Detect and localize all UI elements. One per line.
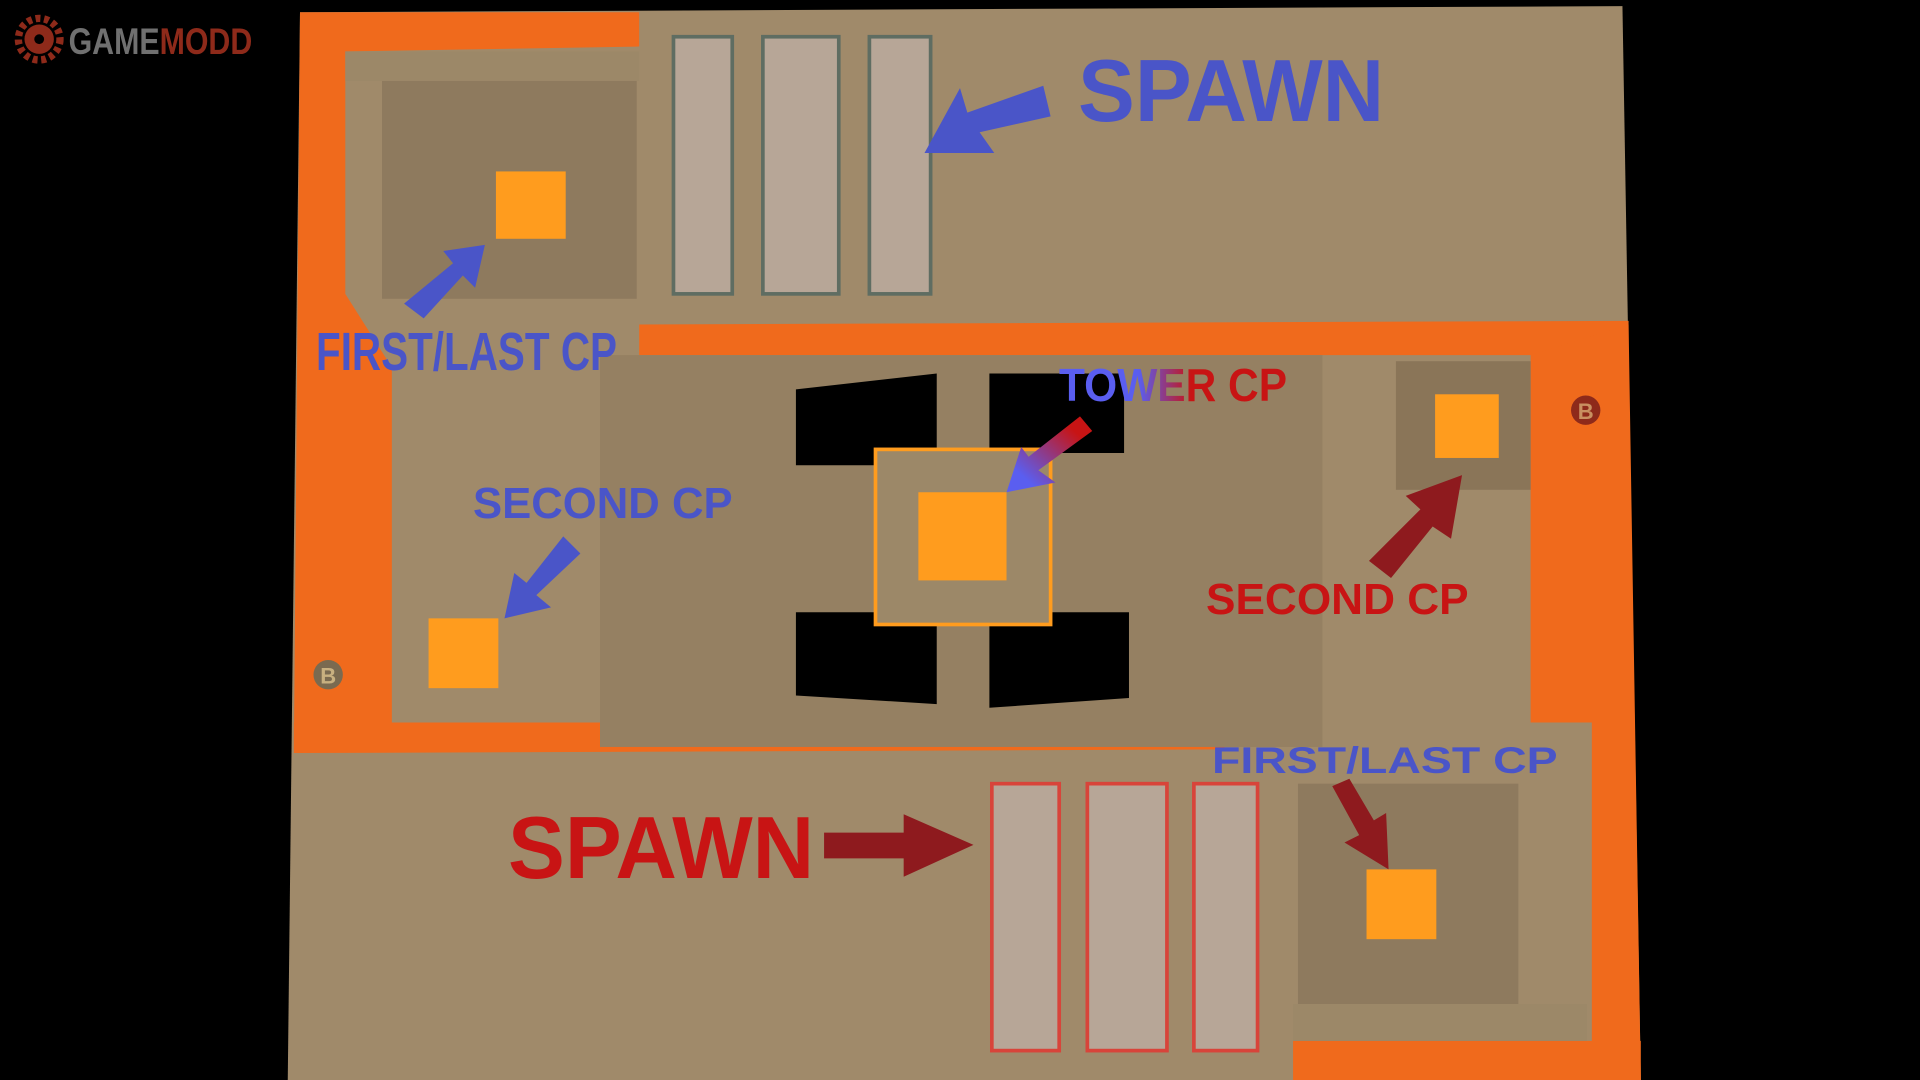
tower-cp-label: TOWER CP xyxy=(1059,359,1288,411)
red-first-last-label: FIRST/LAST CP xyxy=(1212,740,1558,781)
blue-first-last-cp xyxy=(495,171,566,239)
blue-spawn-arrow xyxy=(924,85,1051,154)
blue-first-last-arrow xyxy=(404,244,485,319)
blue-second-cp xyxy=(428,618,499,689)
tower-cp xyxy=(918,492,1007,581)
walls xyxy=(293,12,1641,1080)
blue-second-arrow xyxy=(504,536,581,619)
blue-spawn-label: SPAWN xyxy=(1078,41,1385,140)
red-second-cp xyxy=(1435,394,1499,458)
red-first-last-arrow xyxy=(1332,778,1389,870)
gamemodd-logo: GAMEMODD xyxy=(14,14,253,64)
svg-text:B: B xyxy=(320,663,336,688)
gear-icon xyxy=(14,14,64,64)
red-second-label: SECOND CP xyxy=(1206,575,1469,624)
tower-arrow xyxy=(1006,416,1093,493)
arrows xyxy=(404,85,1463,877)
blue-second-label: SECOND CP xyxy=(473,479,733,528)
b-marker-icon: B xyxy=(313,660,343,690)
control-points xyxy=(428,171,1499,940)
red-spawn-doors xyxy=(990,781,1260,1053)
b-marker-icon: B xyxy=(1571,395,1601,425)
blue-first-last-label: FIRST/LAST CP xyxy=(316,322,617,382)
svg-text:GAMEMODD: GAMEMODD xyxy=(69,21,253,62)
red-spawn-label: SPAWN xyxy=(508,798,815,897)
red-first-last-cp xyxy=(1366,869,1437,940)
pits xyxy=(795,373,1129,708)
svg-text:B: B xyxy=(1578,399,1594,424)
red-spawn-arrow xyxy=(824,814,974,877)
red-second-arrow xyxy=(1368,475,1463,578)
blue-spawn-doors xyxy=(671,34,933,296)
